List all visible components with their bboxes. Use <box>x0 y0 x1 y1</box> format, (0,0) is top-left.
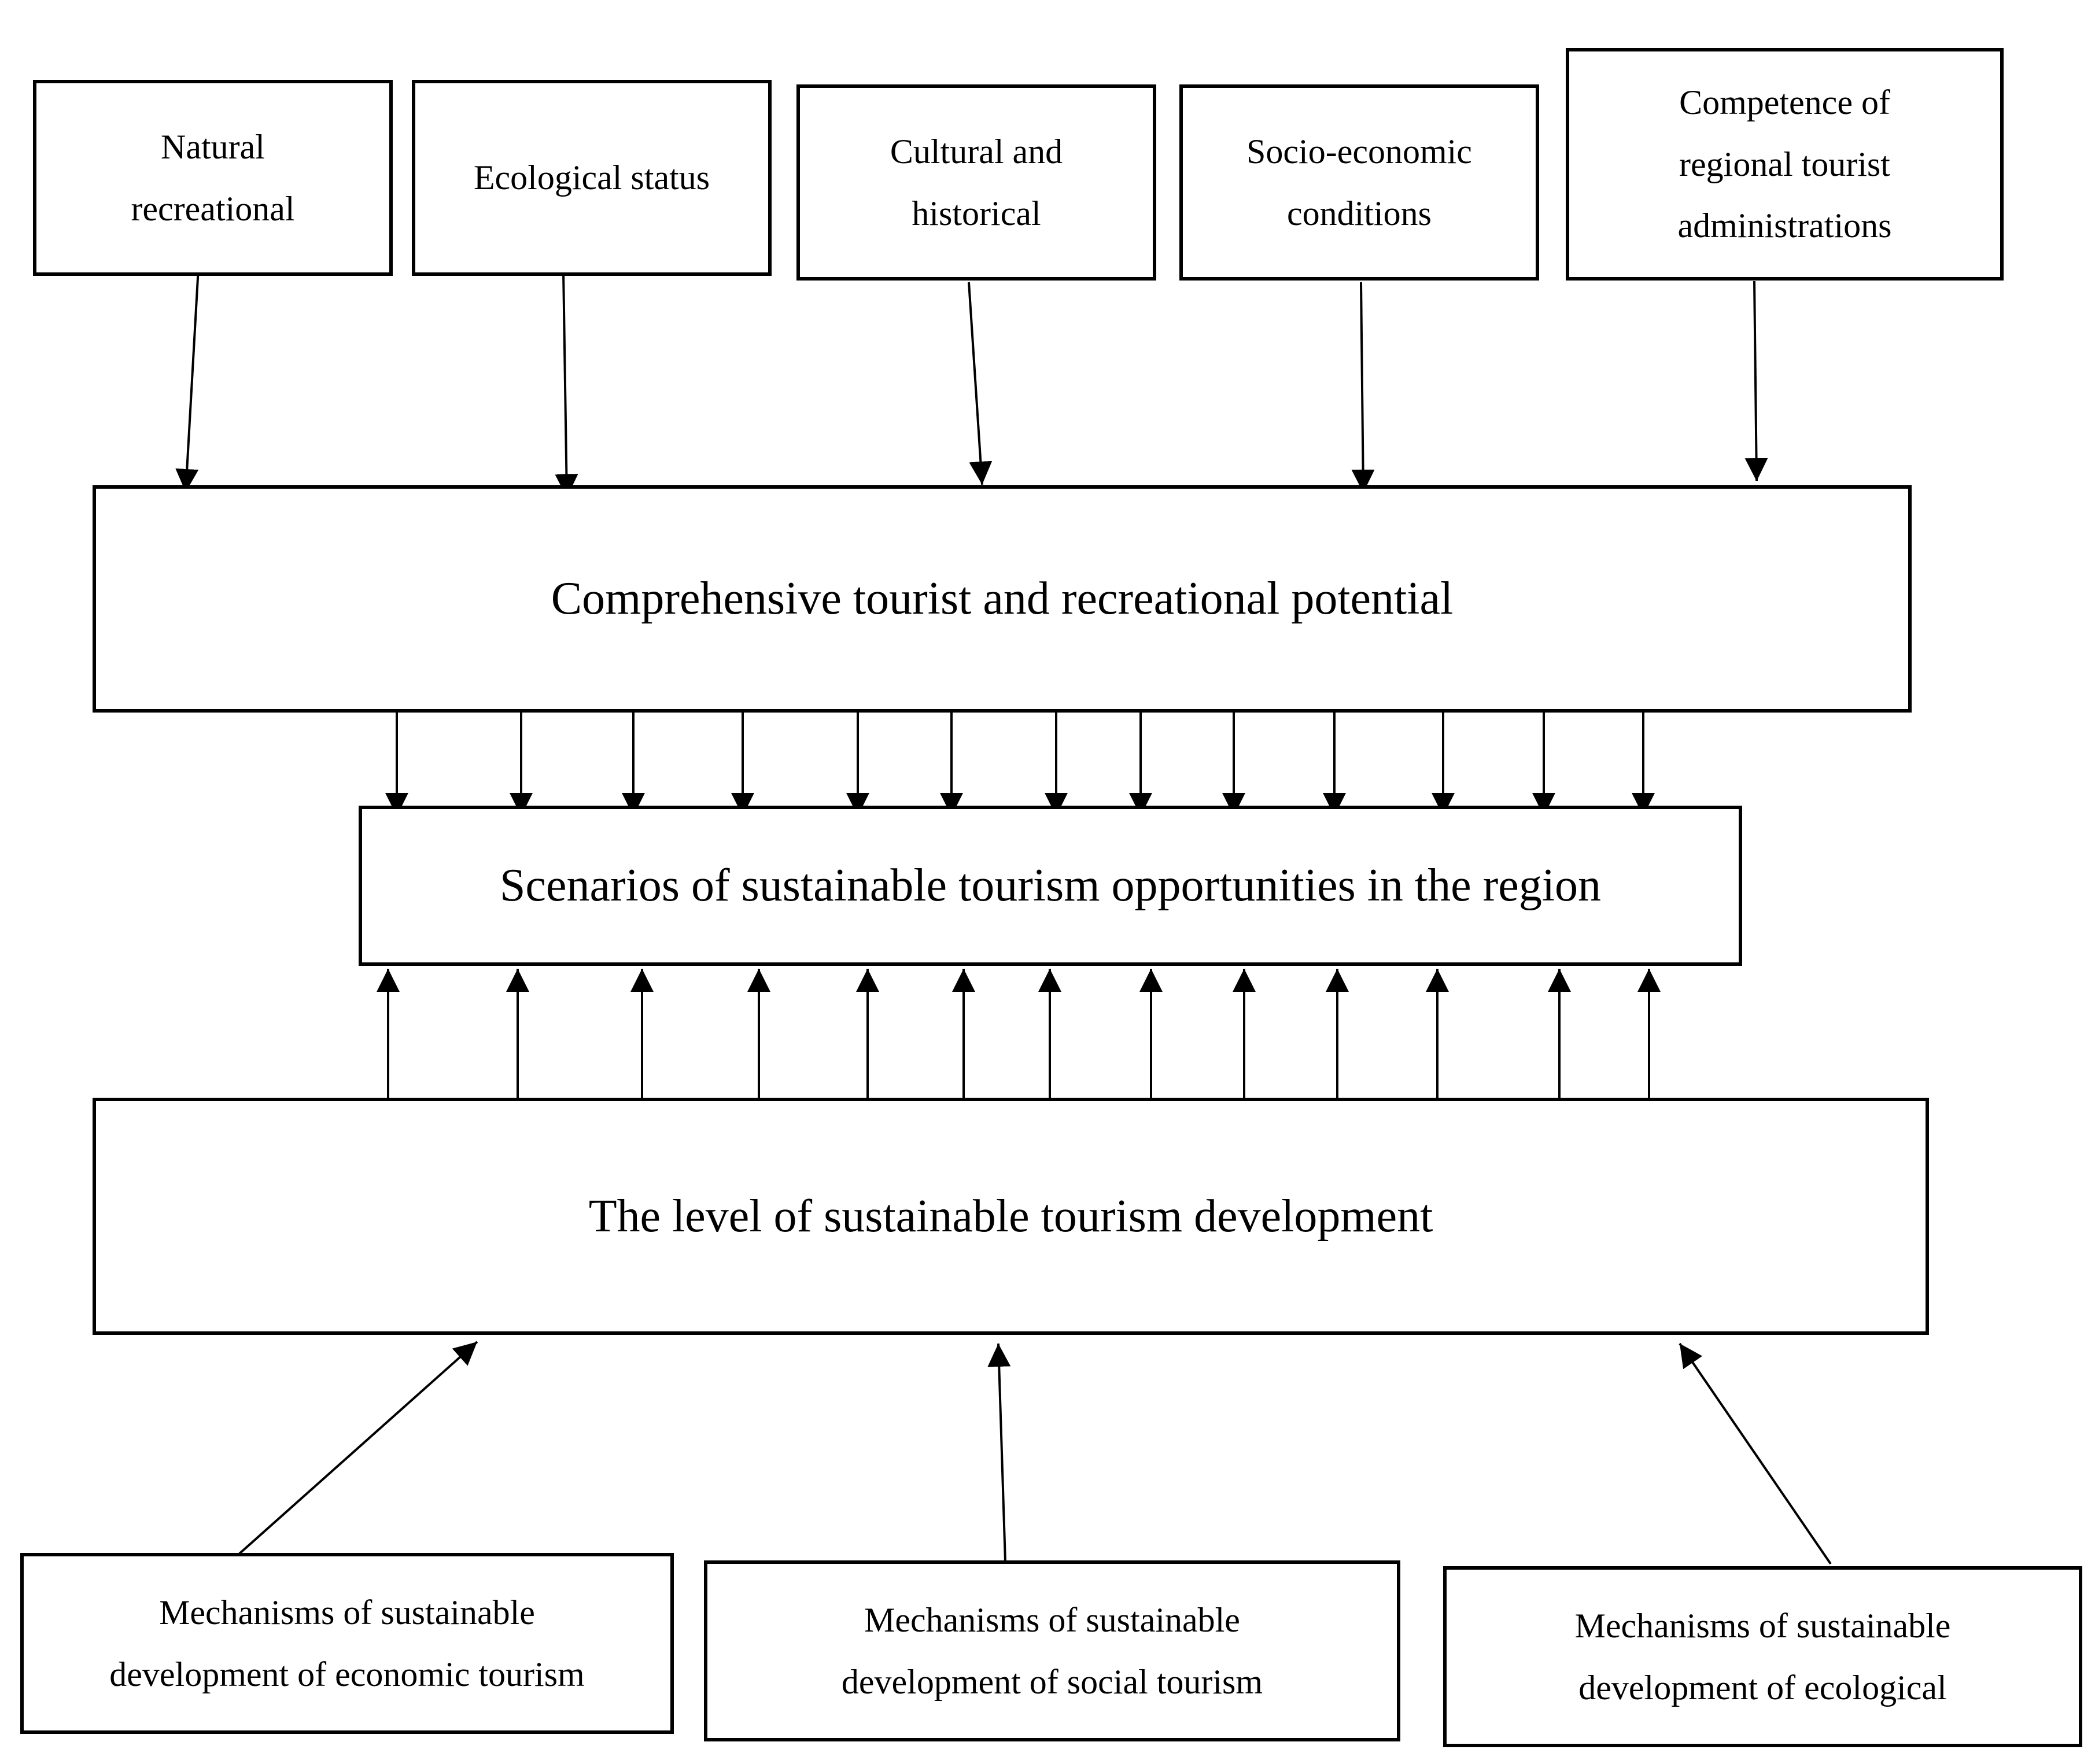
mechanism-box-ecological: Mechanisms of sustainable development of… <box>1443 1566 2082 1747</box>
factor-label-cultural-historical: Cultural and historical <box>890 121 1063 245</box>
factor-line: historical <box>912 194 1041 233</box>
factor-box-natural-recreational: Natural recreational <box>33 80 393 276</box>
factor-line: Natural <box>161 127 265 166</box>
mechanism-box-social: Mechanisms of sustainable development of… <box>704 1560 1400 1741</box>
factor-label-natural-recreational: Natural recreational <box>131 116 294 240</box>
factor-box-socio-economic: Socio-economic conditions <box>1179 84 1539 281</box>
mechanism-label-social: Mechanisms of sustainable development of… <box>842 1589 1263 1713</box>
factor-line: Competence of <box>1679 83 1890 121</box>
factor-label-competence: Competence of regional tourist administr… <box>1678 72 1892 257</box>
arrow-factor-to-potential <box>555 271 578 498</box>
arrow-mechanism-to-level <box>232 1341 478 1560</box>
arrow-factor-to-potential <box>968 282 993 485</box>
mechanism-label-economic: Mechanisms of sustainable development of… <box>109 1582 584 1706</box>
factor-label-ecological-status: Ecological status <box>474 147 710 209</box>
arrow-factor-to-potential <box>1351 282 1375 493</box>
mechanism-line: development of ecological <box>1578 1668 1947 1707</box>
factor-line: Ecological status <box>473 158 710 197</box>
arrow-factor-to-potential <box>175 267 200 493</box>
mechanism-line: development of social tourism <box>841 1662 1263 1701</box>
arrow-mechanism-to-level <box>1679 1342 1832 1565</box>
scenarios-box: Scenarios of sustainable tourism opportu… <box>359 806 1742 966</box>
mechanism-line: Mechanisms of sustainable <box>159 1593 535 1632</box>
development-level-label: The level of sustainable tourism develop… <box>588 1190 1433 1242</box>
potential-box: Comprehensive tourist and recreational p… <box>93 485 1912 713</box>
arrow-group <box>175 267 1832 1565</box>
factor-line: regional tourist <box>1679 145 1890 183</box>
arrow-mechanism-to-level <box>987 1343 1011 1562</box>
factor-line: recreational <box>131 189 295 228</box>
mechanism-line: development of economic tourism <box>109 1655 585 1693</box>
factor-line: Socio-economic <box>1246 132 1472 171</box>
mechanism-line: Mechanisms of sustainable <box>864 1600 1240 1639</box>
development-level-box: The level of sustainable tourism develop… <box>93 1098 1929 1335</box>
mechanism-box-economic: Mechanisms of sustainable development of… <box>20 1553 674 1734</box>
factor-line: administrations <box>1677 206 1892 245</box>
factor-box-competence: Competence of regional tourist administr… <box>1566 48 2004 281</box>
factor-line: Cultural and <box>890 132 1063 171</box>
mechanism-label-ecological: Mechanisms of sustainable development of… <box>1575 1595 1951 1719</box>
factor-line: conditions <box>1286 194 1432 233</box>
scenarios-label: Scenarios of sustainable tourism opportu… <box>499 860 1602 911</box>
factor-label-socio-economic: Socio-economic conditions <box>1246 121 1472 245</box>
potential-label: Comprehensive tourist and recreational p… <box>551 573 1454 625</box>
arrow-factor-to-potential <box>1744 281 1768 482</box>
factor-box-cultural-historical: Cultural and historical <box>796 84 1156 281</box>
factor-box-ecological-status: Ecological status <box>412 80 772 276</box>
mechanism-line: Mechanisms of sustainable <box>1574 1606 1951 1645</box>
